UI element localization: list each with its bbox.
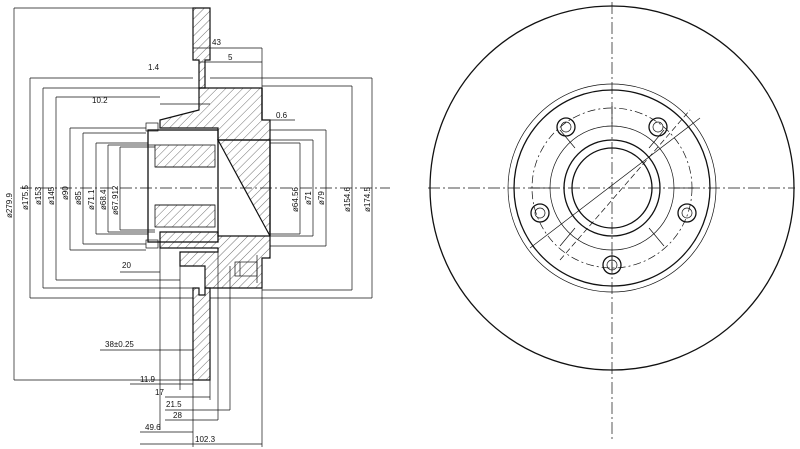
disc-ring-bottom	[192, 287, 211, 381]
centre-bore-inner	[571, 147, 653, 229]
bearing-race-top	[154, 144, 216, 168]
dim-d71: ø71	[304, 191, 313, 205]
hub-outer-circle	[513, 89, 711, 287]
dim-w10-2: 10.2	[92, 96, 108, 105]
bolt-holes	[530, 117, 697, 275]
dim-d153: ø153	[34, 186, 43, 205]
dim-w102-3: 102.3	[195, 435, 216, 444]
dim-w11-9: 11.9	[140, 375, 156, 384]
dim-d71-1: ø71.1	[87, 189, 96, 210]
dim-d279-9: ø279.9	[5, 193, 14, 218]
bearing-race-bottom	[154, 204, 216, 228]
dim-d79: ø79	[317, 191, 326, 205]
dim-d85: ø85	[74, 191, 83, 205]
section-view: ø279.9 ø175.5 ø153 ø145 ø90 ø85 ø71.1 ø6…	[5, 7, 390, 447]
dim-w0-6: 0.6	[276, 111, 288, 120]
dim-w20: 20	[122, 261, 131, 270]
dim-w5: 5	[228, 53, 233, 62]
dim-w21-5: 21.5	[166, 400, 182, 409]
disc-ring-inner	[507, 83, 717, 293]
dim-w1-4: 1.4	[148, 63, 160, 72]
dim-d145: ø145	[47, 186, 56, 205]
seal-top	[145, 122, 159, 132]
dim-d68-4: ø68.4	[99, 189, 108, 210]
centre-bore-outer	[563, 139, 661, 237]
front-view	[428, 2, 795, 440]
hub-ribs	[530, 106, 694, 270]
dim-w17: 17	[155, 388, 164, 397]
disc-outer-circle	[429, 5, 795, 371]
dim-d64-56: ø64.56	[291, 187, 300, 212]
dim-w43: 43	[212, 38, 221, 47]
dim-d174-5: ø174.5	[363, 187, 372, 212]
dim-w38: 38±0.25	[105, 340, 134, 349]
dim-d90: ø90	[61, 186, 70, 200]
hub-flange-top	[159, 87, 271, 141]
dim-w49-6: 49.6	[145, 423, 161, 432]
dim-d154-6: ø154.6	[343, 187, 352, 212]
dim-d175-5: ø175.5	[21, 185, 30, 210]
dim-w28: 28	[173, 411, 182, 420]
hub-body	[159, 139, 271, 289]
dim-d67-912: ø67.912	[111, 185, 120, 215]
